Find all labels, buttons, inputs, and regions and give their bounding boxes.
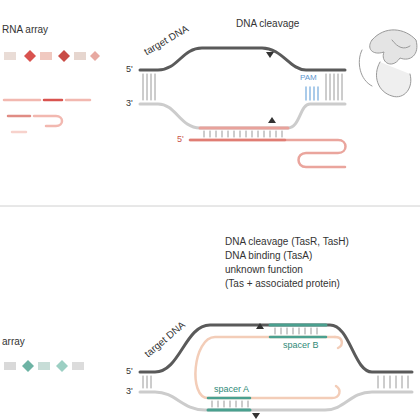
strand-end: 3' — [126, 386, 133, 397]
cleavage-marker — [266, 52, 274, 58]
spacer-a-segment — [208, 397, 250, 400]
strand-end: 5' — [126, 366, 133, 377]
target-dna-bottom — [140, 325, 412, 410]
dna-label: target DNA — [142, 319, 188, 360]
cleavage-marker — [252, 413, 260, 419]
function-label: DNA cleavage (TasR, TasH) — [225, 236, 349, 248]
tigr-rna — [195, 337, 339, 398]
function-label: DNA cleavage — [236, 18, 299, 30]
panel-divider — [0, 206, 420, 207]
dna-label: target DNA — [142, 23, 191, 58]
target-dna-top — [140, 48, 345, 128]
cleavage-marker — [268, 117, 276, 123]
pam-label: PAM — [300, 73, 317, 83]
guide-rna-spacer — [190, 139, 285, 142]
crispr-array — [4, 50, 100, 62]
function-label: (Tas + associated protein) — [225, 278, 340, 290]
strand-end: 5' — [177, 134, 184, 145]
spacer-label: spacer A — [214, 384, 249, 395]
cas-protein — [359, 30, 417, 97]
tigr-rna — [335, 337, 342, 348]
spacer-label: spacer B — [283, 340, 319, 351]
strand-end: 5' — [126, 64, 133, 75]
array-label: array — [2, 336, 25, 348]
guide-rna — [190, 140, 346, 167]
strand-end: 3' — [126, 98, 133, 109]
crrna-fragments — [4, 100, 90, 132]
spacer-b-segment — [270, 336, 326, 339]
pam-ticks — [306, 87, 318, 100]
base-pair-ticks — [143, 74, 342, 137]
tigr-array — [4, 360, 84, 372]
base-pair-ticks — [143, 328, 408, 407]
function-label: unknown function — [225, 264, 303, 276]
cleavage-marker — [256, 323, 264, 329]
array-label: RNA array — [2, 24, 48, 36]
function-label: DNA binding (TasA) — [225, 250, 312, 262]
